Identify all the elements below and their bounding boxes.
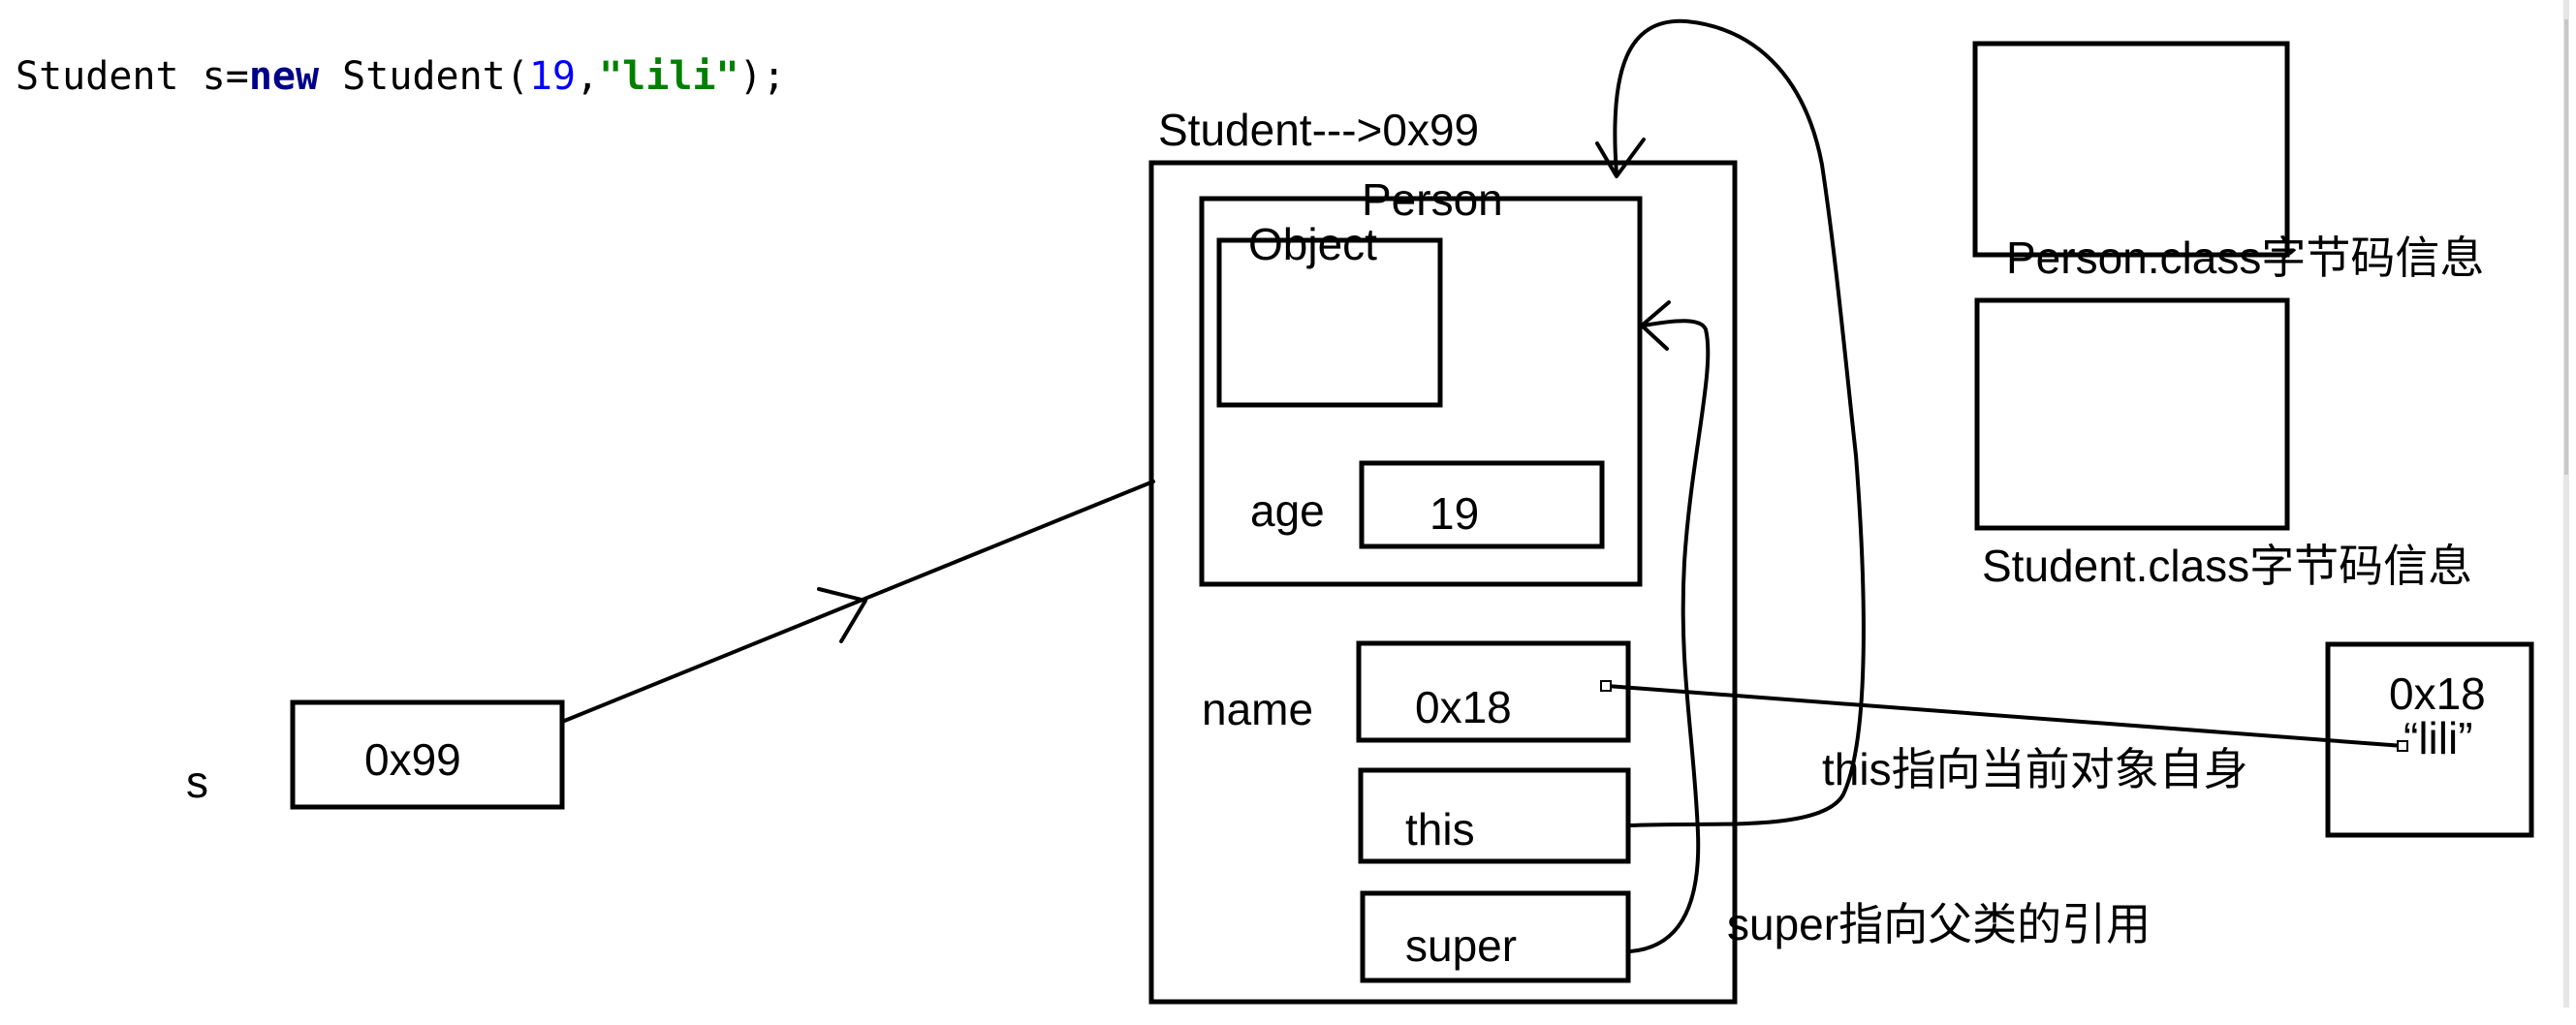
name-value-box <box>1356 640 1631 743</box>
person-box <box>1199 196 1643 587</box>
person-class-label: Person.class字节码信息 <box>2006 233 2484 283</box>
super-description: super指向父类的引用 <box>1727 899 2151 949</box>
scrollbar-thumb[interactable] <box>2564 19 2568 475</box>
code-line: Student s=new Student(19,"lili"); <box>16 54 786 99</box>
name-value: 0x18 <box>1415 682 1512 732</box>
this-box <box>1358 767 1631 864</box>
code-text-2: Student( <box>319 54 529 99</box>
student-class-label: Student.class字节码信息 <box>1982 541 2472 591</box>
code-number: 19 <box>529 54 576 99</box>
code-text-3: , <box>576 54 599 99</box>
age-label: age <box>1250 485 1325 536</box>
student-class-box <box>1974 297 2290 531</box>
name-reference-line <box>1605 684 2405 748</box>
s-reference-arrowhead <box>817 587 867 643</box>
code-text-1: Student s= <box>16 54 249 99</box>
name-reference-start <box>1600 680 1612 692</box>
s-variable-label: s <box>186 757 208 807</box>
object-box <box>1216 237 1443 408</box>
super-label: super <box>1405 920 1517 971</box>
name-label: name <box>1202 684 1313 734</box>
age-value: 19 <box>1429 488 1479 539</box>
name-reference-end <box>2397 740 2408 752</box>
person-class-box <box>1972 41 2290 258</box>
code-string: "lili" <box>599 54 739 99</box>
student-object-box <box>1148 160 1738 1005</box>
super-reference-curve <box>1628 319 1711 953</box>
code-keyword-new: new <box>249 54 320 99</box>
person-label: Person <box>1362 174 1503 225</box>
string-value: “lili” <box>2403 713 2473 763</box>
this-reference-arrowhead <box>1595 138 1646 178</box>
vertical-scrollbar[interactable] <box>2563 0 2569 1008</box>
s-value-box <box>290 699 565 810</box>
this-label: this <box>1405 804 1475 854</box>
code-text-4: ); <box>739 54 786 99</box>
this-description: this指向当前对象自身 <box>1822 744 2248 794</box>
s-value: 0x99 <box>364 734 461 785</box>
s-reference-arrow <box>560 480 1155 724</box>
age-value-box <box>1359 460 1605 549</box>
super-reference-arrowhead <box>1640 300 1671 351</box>
object-label: Object <box>1248 219 1377 269</box>
student-address-label: Student--->0x99 <box>1158 105 1479 155</box>
string-address: 0x18 <box>2389 668 2486 719</box>
super-box <box>1360 890 1631 983</box>
this-reference-curve <box>1613 18 1866 827</box>
